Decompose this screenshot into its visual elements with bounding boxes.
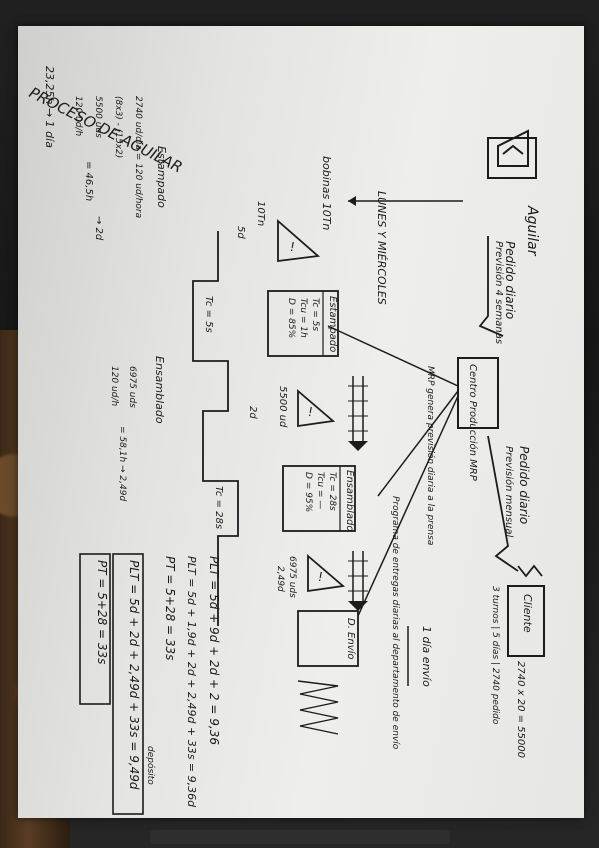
prevision-top-label: Previsión 4 semanas bbox=[493, 241, 505, 344]
pedido-right-label: Pedido diario bbox=[517, 446, 531, 524]
inventory-2: ! 5500 ud 2d bbox=[247, 386, 336, 428]
timeline-tc2: Tc = 28s bbox=[213, 486, 224, 529]
ens-line-2: 120 ud/h bbox=[109, 366, 119, 406]
inv1-amount: 10Tn bbox=[255, 201, 266, 226]
demand-calc: 2740 x 20 = 55000 bbox=[515, 661, 526, 758]
info-flow-right bbox=[487, 435, 519, 572]
despacho-node: D. Envío bbox=[297, 610, 359, 667]
inv2-amount: 5500 ud bbox=[277, 386, 288, 428]
est-line-4: 120 ud/h bbox=[73, 96, 83, 136]
formula-deposito: depósito bbox=[145, 746, 156, 785]
est-head: Estampado bbox=[155, 146, 168, 208]
push-arrow-2 bbox=[348, 551, 368, 611]
est-line-6: → 2d bbox=[93, 216, 104, 241]
formula-plt3: PLT = 5d + 2d + 2,49d + 33s = 9,49d bbox=[127, 560, 141, 790]
ens-head: Ensamblado bbox=[153, 356, 166, 424]
mrp-note-2: Programa de entregas diarias al departam… bbox=[390, 496, 400, 750]
process-ensamblado: Ensamblado Tc = 28s Tcu = — D = 95% bbox=[282, 465, 356, 532]
centro-label: Centro Producción MRP bbox=[467, 364, 479, 482]
inv1-days: 5d bbox=[235, 226, 246, 239]
est-line-5: = 46,5h bbox=[83, 161, 94, 201]
inventory-3: ! 6975 uds 2,49d bbox=[275, 554, 346, 598]
formula-pt2: PT = 5+28 = 33s bbox=[95, 560, 109, 664]
svg-text:!: ! bbox=[290, 240, 295, 254]
lunes-arrowhead bbox=[348, 196, 356, 206]
pedido-top-label: Pedido diario bbox=[503, 241, 517, 319]
ensamblado-d: D = 95% bbox=[303, 472, 313, 512]
caption-strip bbox=[150, 830, 450, 844]
estampado-tcu: Tcu = 1h bbox=[298, 298, 308, 338]
link-to-envio bbox=[357, 395, 459, 617]
formula-plt1: PLT = 5d + 9d + 2d + 2 = 9,36 bbox=[207, 556, 221, 745]
estampado-d: D = 85% bbox=[286, 298, 296, 338]
inv3-days: 2,49d bbox=[275, 566, 285, 592]
formula-plt2: PLT = 5d + 1,9d + 2d + 2,49d + 33s = 9,3… bbox=[185, 556, 198, 808]
ensamblado-tc: Tc = 28s bbox=[327, 472, 337, 511]
link-to-ensamblado bbox=[377, 390, 459, 497]
est-line-1: 2740 ud/día = 120 ud/hora bbox=[133, 96, 143, 218]
estampado-name: Estampado bbox=[327, 296, 338, 352]
aguilar-label: Aguilar bbox=[524, 205, 540, 257]
push-arrow-1 bbox=[348, 376, 368, 451]
aguilar-supplier: Aguilar bbox=[487, 129, 540, 257]
ens-line-1: 6975 uds bbox=[127, 366, 137, 408]
svg-text:!: ! bbox=[308, 405, 313, 419]
svg-text:!: ! bbox=[318, 570, 323, 584]
pt2-box bbox=[79, 553, 111, 705]
inv2-days: 2d bbox=[247, 406, 258, 419]
link-to-estampado bbox=[327, 325, 459, 387]
ensamblado-name: Ensamblado bbox=[344, 470, 355, 531]
inv3-amount: 6975 uds bbox=[287, 556, 297, 598]
formula-pt1: PT = 5+28 = 33s bbox=[163, 556, 177, 660]
paper-sheet: PROCESO DE AGUILAR Aguilar LUNES Y MIÉRC… bbox=[18, 26, 584, 818]
shipment-zigzag bbox=[297, 680, 339, 735]
ens-line-3: = 58,1h → 2,49d bbox=[117, 426, 127, 501]
lunes-label: LUNES Y MIÉRCOLES bbox=[375, 191, 388, 305]
cliente-label: Cliente bbox=[521, 594, 534, 633]
despacho-label: D. Envío bbox=[345, 618, 357, 660]
inventory-1: ! 10Tn 5d bbox=[235, 201, 321, 263]
ensamblado-tcu: Tcu = — bbox=[315, 472, 325, 509]
timeline-tc1: Tc = 5s bbox=[203, 296, 214, 333]
bobinas-label: bobinas 10Tn bbox=[320, 156, 333, 230]
est-line-2: (8x3) - (15x2) bbox=[113, 96, 123, 158]
calc-estampado: Estampado bbox=[155, 146, 168, 208]
timeline-ladder bbox=[192, 231, 239, 626]
plt3-box bbox=[112, 553, 144, 815]
est-line-3: 5500 uds bbox=[93, 96, 103, 138]
estampado-tc: Tc = 5s bbox=[310, 298, 320, 331]
vsm-diagram: PROCESO DE AGUILAR Aguilar LUNES Y MIÉRC… bbox=[26, 66, 545, 815]
est-line-7: 23,25h → 1 día bbox=[43, 66, 56, 148]
info-flow-top bbox=[478, 236, 504, 337]
centro-produccion: Centro Producción MRP bbox=[457, 357, 499, 482]
prevision-right-label: Previsión mensual bbox=[503, 446, 515, 538]
envio-label: 1 día envío bbox=[420, 626, 433, 687]
process-estampado: Estampado Tc = 5s Tcu = 1h D = 85% bbox=[267, 290, 339, 357]
mrp-note-1: MRP genera previsión diaria a la prensa bbox=[425, 366, 436, 545]
cliente-node: Cliente bbox=[507, 564, 545, 657]
turnos-block: 3 turnos | 5 días | 2740 pedido bbox=[490, 586, 500, 725]
